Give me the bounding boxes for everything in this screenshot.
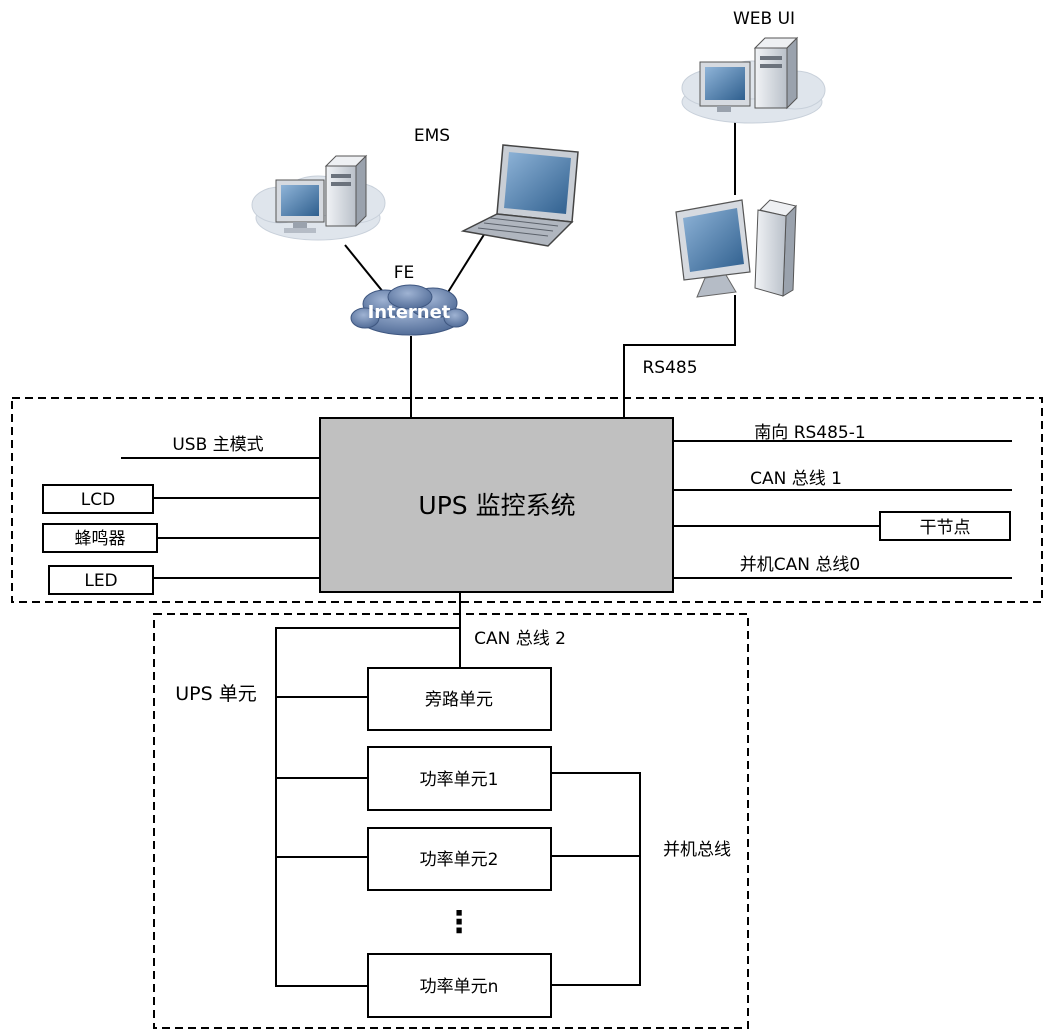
- ems-cloud-computer-icon: [251, 154, 386, 241]
- lcd-box: [42, 484, 154, 514]
- south-rs485-label: 南向 RS485-1: [754, 423, 865, 443]
- internet-label: Internet: [368, 302, 451, 323]
- laptop-icon: [460, 144, 579, 247]
- internet-cloud-icon: [350, 284, 469, 336]
- bypass-unit-label: 旁路单元: [425, 690, 493, 710]
- parallel-bus-label: 并机总线: [663, 840, 731, 860]
- lcd-label: LCD: [81, 490, 115, 510]
- buzzer-label: 蜂鸣器: [75, 529, 126, 549]
- web-ui-label: WEB UI: [733, 9, 795, 29]
- desktop-computer-icon: [675, 199, 797, 298]
- ups-monitoring-system-title: UPS 监控系统: [418, 491, 575, 520]
- dry-contact-label: 干节点: [920, 518, 971, 538]
- bypass-unit-box: [367, 667, 552, 731]
- power-unit-n-label: 功率单元n: [420, 977, 499, 997]
- unit-bus-lines: [275, 592, 641, 987]
- power-unit-2-box: [367, 827, 552, 891]
- desktop-to-monitor-rs485-link: [623, 295, 736, 418]
- fe-label: FE: [394, 263, 415, 283]
- monitoring-system-boundary: [11, 397, 1043, 603]
- power-unit-1-label: 功率单元1: [420, 770, 499, 790]
- ems-to-internet-link: [344, 244, 389, 299]
- usb-host-mode-label: USB 主模式: [172, 435, 263, 455]
- ups-monitoring-system-box: [319, 417, 674, 593]
- can-bus-2-label: CAN 总线 2: [474, 629, 566, 649]
- can-bus-1-label: CAN 总线 1: [750, 469, 842, 489]
- can2-bus-line: [275, 627, 460, 987]
- right-interface-lines: [673, 440, 1012, 579]
- ellipsis-label: ⋮: [444, 905, 474, 940]
- parallel-can-bus-0-label: 并机CAN 总线0: [740, 555, 860, 575]
- led-box: [48, 565, 154, 595]
- ups-unit-label: UPS 单元: [175, 683, 256, 705]
- parallel-bus-line: [551, 772, 641, 986]
- left-interface-lines: [121, 457, 320, 579]
- ems-label: EMS: [414, 126, 450, 146]
- dry-contact-box: [879, 511, 1011, 541]
- led-label: LED: [84, 571, 117, 591]
- ups-unit-boundary: [153, 613, 749, 1029]
- rs485-label: RS485: [642, 358, 697, 378]
- laptop-to-internet-link: [444, 232, 486, 298]
- power-unit-2-label: 功率单元2: [420, 850, 499, 870]
- web-ui-cloud-computer-icon: [681, 36, 826, 124]
- power-unit-1-box: [367, 746, 552, 811]
- buzzer-box: [42, 523, 158, 553]
- power-unit-n-box: [367, 953, 552, 1018]
- network-links: [344, 118, 736, 418]
